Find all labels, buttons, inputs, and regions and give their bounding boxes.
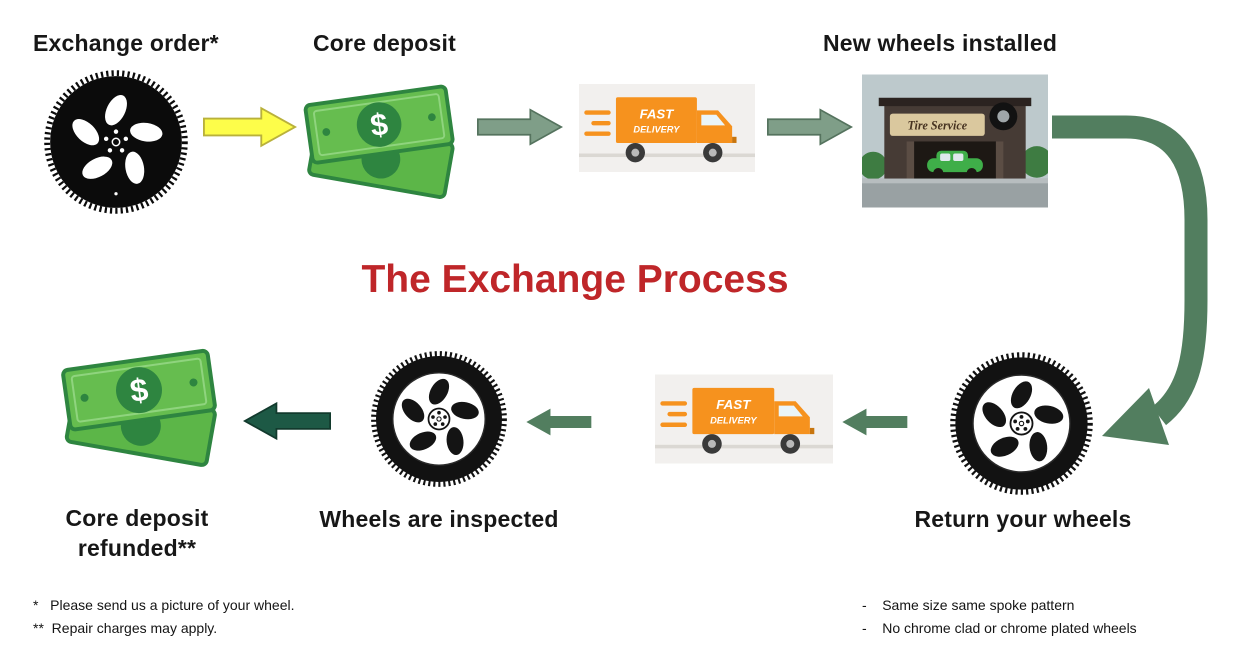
green-left-arrow-icon — [841, 399, 908, 445]
wheels-are-inspected-label: Wheels are inspected — [319, 506, 559, 532]
fast-delivery-truck-icon — [578, 84, 756, 172]
green-left-arrow-icon — [525, 399, 592, 445]
green-right-arrow-icon — [477, 104, 563, 150]
core-deposit-label: Core deposit — [313, 30, 456, 56]
green-right-arrow-icon — [767, 104, 853, 150]
dark-green-left-arrow-icon — [243, 397, 331, 445]
page-title: The Exchange Process — [361, 258, 789, 301]
return-your-wheels-label: Return your wheels — [914, 506, 1132, 532]
money-bills-icon — [52, 340, 232, 470]
core-deposit-refunded-label: Core deposit refunded** — [65, 505, 209, 561]
money-bills-icon — [292, 76, 472, 202]
new-wheels-installed-label: New wheels installed — [823, 30, 1058, 56]
tire-service-shop-icon — [862, 74, 1048, 208]
black-alloy-wheel-icon — [42, 68, 190, 216]
footnote-repair: ** Repair charges may apply. — [33, 620, 218, 636]
white-alloy-wheel-icon — [369, 349, 509, 489]
footnotes-right: - Same size same spoke pattern - No chro… — [862, 594, 1137, 640]
yellow-right-arrow-icon — [203, 104, 297, 150]
footnote-no-chrome: - No chrome clad or chrome plated wheels — [862, 620, 1137, 636]
footnote-picture: * Please send us a picture of your wheel… — [33, 597, 295, 613]
white-alloy-wheel-icon — [948, 350, 1095, 497]
footnote-same-size: - Same size same spoke pattern — [862, 597, 1075, 613]
fast-delivery-truck-icon — [655, 374, 833, 464]
exchange-order-label: Exchange order* — [33, 30, 219, 56]
footnotes-left: * Please send us a picture of your wheel… — [33, 594, 294, 640]
